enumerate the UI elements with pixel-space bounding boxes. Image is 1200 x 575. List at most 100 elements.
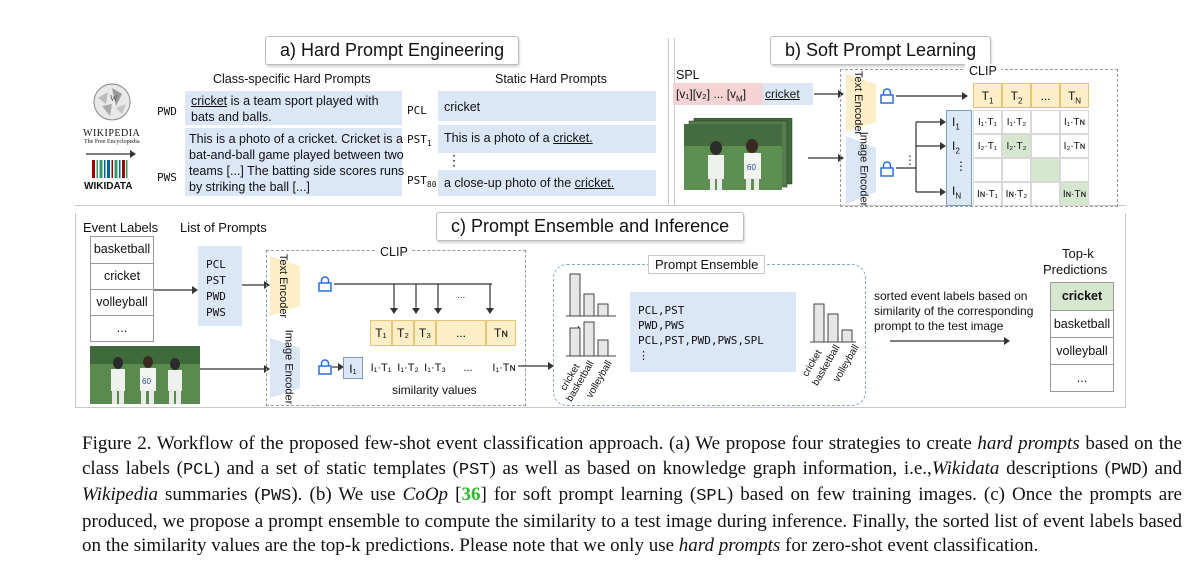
pwd-prompt-text: cricket is a team sport played with bats… <box>191 93 379 125</box>
t-cell-b: TN <box>1060 83 1089 108</box>
grid-cell: I₂·Tɴ <box>1060 134 1089 158</box>
prompt-ensemble-title: Prompt Ensemble <box>648 255 766 274</box>
sim-cell: I₁·T₃ <box>424 357 446 379</box>
pst1-label: PST1 <box>407 133 432 148</box>
spl-label: SPL <box>676 68 700 82</box>
caption-text: for zero-shot event classification. <box>780 535 1039 556</box>
caption-text: ) and a set of static templates ( <box>213 457 459 479</box>
t-cell-sub: 1 <box>988 96 994 106</box>
prompt-type: PWS <box>206 306 226 319</box>
training-images: 60 <box>684 117 794 190</box>
arrows-to-t-cells: ... <box>334 283 494 314</box>
grid-cell: I₁·Tɴ <box>1060 110 1089 134</box>
pws-line: This is a photo of a cricket. Cricket is… <box>189 132 403 146</box>
pcl-prompt-text: cricket <box>444 100 481 114</box>
caption-mono: PST <box>458 460 490 480</box>
cricket-token-box <box>763 83 813 105</box>
grid-cell <box>1031 110 1060 134</box>
topk-title-2: Predictions <box>1043 262 1108 277</box>
soft-token-box <box>673 83 763 105</box>
pst80-text-a: a close-up photo of the <box>444 176 575 190</box>
i-sub: 1 <box>955 122 960 132</box>
soft-tokens-sub: M <box>736 94 743 104</box>
caption-text: ] for soft prompt learning ( <box>480 484 697 505</box>
svg-text:W: W <box>110 94 118 103</box>
clip-label-b: CLIP <box>965 64 1001 78</box>
topk-item: basketball <box>1051 310 1113 337</box>
prompts-list-box <box>198 246 242 326</box>
arrow-image-to-encoder <box>200 365 270 373</box>
grid-cell: Iɴ·Tɴ <box>1060 182 1089 206</box>
static-dots: ⋮ <box>447 152 461 168</box>
grid-cell <box>1031 182 1060 206</box>
caption-text: descriptions ( <box>999 457 1111 479</box>
text-encoder-shape-b <box>846 74 876 132</box>
caption-mono: PWS <box>260 487 292 506</box>
ensemble-line: PCL,PST,PWD,PWS,SPL <box>638 334 764 347</box>
sorted-line: prompt to the test image <box>874 319 1004 333</box>
grid-cell <box>1031 134 1060 158</box>
t-cell-text: ... <box>1040 89 1051 103</box>
pst1-text-a: This is a photo of a <box>444 131 554 145</box>
citation-link[interactable]: 36 <box>461 484 481 505</box>
soft-tokens: [v₁][v₂] ... [v <box>676 87 737 101</box>
prompt-type: PST <box>206 274 226 287</box>
wikidata-logo <box>92 160 128 178</box>
pws-line: teams [...] The batting side scores runs <box>189 164 405 178</box>
caption-mono: SPL <box>696 487 727 506</box>
ensemble-line: PWD,PWS <box>638 319 685 332</box>
sim-cell: I₁·T₁ <box>370 357 392 379</box>
svg-text:60: 60 <box>747 163 756 172</box>
t-cell-c: T₃ <box>414 320 436 346</box>
arrow-labels-to-prompts <box>154 286 198 294</box>
text-encoder-label-c: Text Encoder <box>277 253 290 319</box>
wikidata-name: WIKIDATA <box>84 181 133 192</box>
sim-cell: I₁·T₂ <box>397 357 419 379</box>
panel-b-soft-prompt-learning <box>668 38 1126 206</box>
pws-prompt-box <box>185 128 402 196</box>
arrow-to-topk <box>890 337 1010 345</box>
grid-cell: I₂·T₂ <box>1002 134 1031 158</box>
sorted-line: similarity of the corresponding <box>874 304 1034 318</box>
i-label-b: I2 <box>952 139 960 155</box>
lock-icon <box>880 88 894 104</box>
arrow-images-to-image-encoder <box>808 154 844 162</box>
grid-cell <box>1031 158 1060 182</box>
wikipedia-tagline: The Free Encyclopedia <box>84 139 140 145</box>
arrow-prompts-to-encoder <box>242 281 270 289</box>
arrows-encoder-to-i: ⋮ <box>896 118 946 196</box>
t-cell-b: T1 <box>973 83 1002 108</box>
list-of-prompts-header: List of Prompts <box>180 220 267 235</box>
svg-text:60: 60 <box>142 377 151 386</box>
i-text: I <box>952 139 956 153</box>
prompt-type: PCL <box>206 258 226 271</box>
lock-icon <box>318 359 332 375</box>
caption-text: ) and <box>1141 457 1183 479</box>
i-label-b: ⋮ <box>955 159 967 173</box>
sorted-description: sorted event labels based on similarity … <box>874 289 1033 334</box>
class-specific-header: Class-specific Hard Prompts <box>213 72 371 86</box>
caption-text: ). (b) We use <box>291 484 403 505</box>
i-label-b: I1 <box>952 115 960 131</box>
caption-italic: Wikipedia <box>82 484 158 505</box>
pws-line: by striking the ball [...] <box>189 180 310 194</box>
text-encoder-shape-c <box>270 256 300 316</box>
figure-caption: Figure 2. Workflow of the proposed few-s… <box>82 432 1182 559</box>
caption-mono: PCL <box>182 460 214 480</box>
caption-italic: Wikidata <box>931 457 1000 479</box>
pst80-label: PST80 <box>407 174 437 189</box>
caption-text: summaries ( <box>157 484 261 505</box>
soft-tokens-text: [v₁][v₂] ... [vM] <box>676 87 746 103</box>
pwd-prompt-box <box>185 91 402 125</box>
t-cell-c: ... <box>436 320 486 346</box>
image-encoder-label-b: Image Encoder <box>857 131 870 207</box>
i-cell-b <box>946 110 972 206</box>
caption-text: Figure 2. Workflow of the proposed few-s… <box>82 433 978 454</box>
grid-cell <box>1060 158 1089 182</box>
event-label-item: volleyball <box>91 289 153 315</box>
t-cell-b: ... <box>1031 83 1060 108</box>
i1-cell-c: I₁ <box>343 357 363 379</box>
t-cell-sub: 2 <box>1017 96 1023 106</box>
text-encoder-label-b: Text Encoder <box>852 70 865 136</box>
event-labels-header: Event Labels <box>83 220 159 235</box>
